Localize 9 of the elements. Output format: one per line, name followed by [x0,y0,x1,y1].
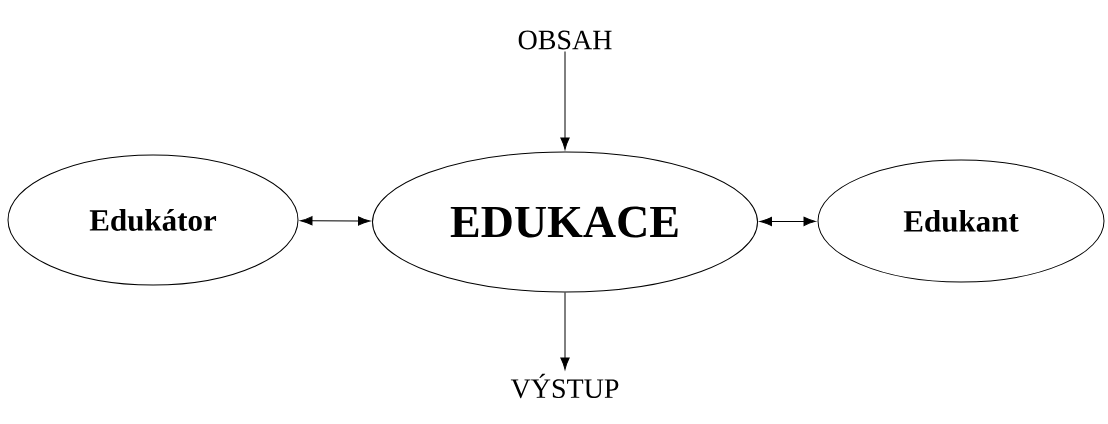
arrow [300,216,371,226]
ellipse-node: Edukátor [7,154,299,286]
arrow [560,292,570,370]
ellipse-node: Edukant [817,159,1105,283]
arrow [560,51,570,150]
ellipse-node: EDUKACE [372,151,758,293]
label-text: VÝSTUP [510,373,619,399]
arrow [759,216,816,227]
label-text: OBSAH [518,30,612,50]
